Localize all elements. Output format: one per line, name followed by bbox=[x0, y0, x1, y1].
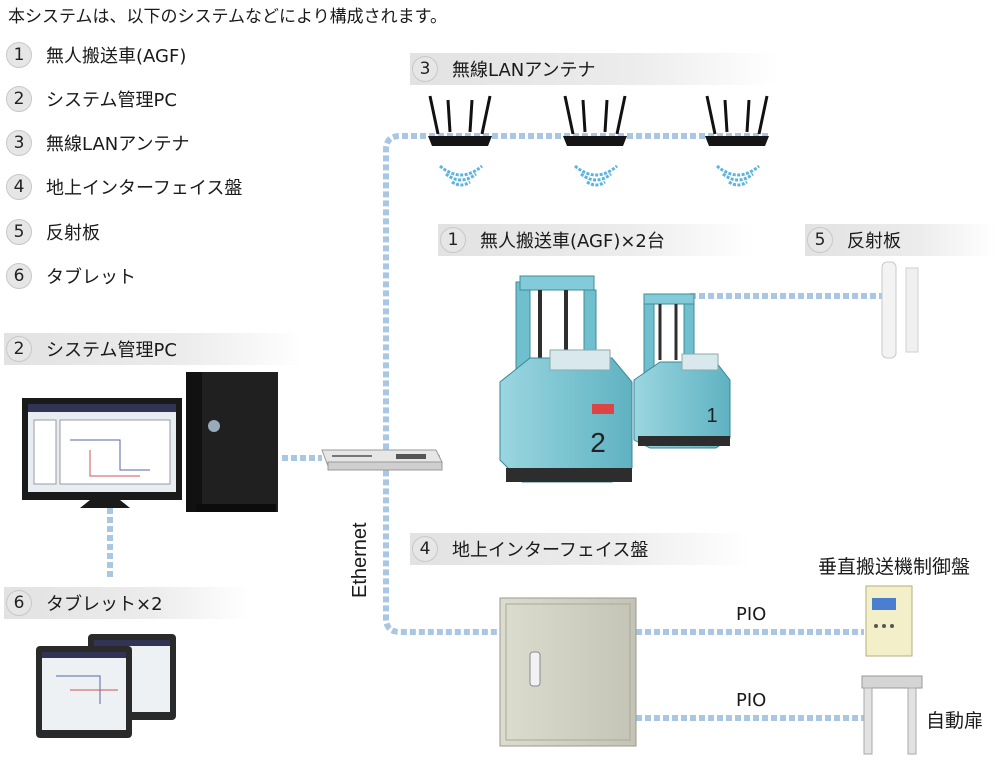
legend-number: 3 bbox=[6, 130, 32, 156]
tag-label: システム管理PC bbox=[46, 340, 177, 361]
tag-antenna: 3 無線LANアンテナ bbox=[410, 53, 780, 85]
legend-label: 無人搬送車(AGF) bbox=[46, 46, 187, 67]
legend-label: 地上インターフェイス盤 bbox=[46, 178, 243, 199]
legend-item: 4 地上インターフェイス盤 bbox=[6, 172, 242, 202]
tag-pc: 2 システム管理PC bbox=[4, 333, 304, 365]
wifi-waves-icon bbox=[439, 164, 483, 187]
tag-label: タブレット×2 bbox=[46, 594, 163, 615]
tag-interface: 4 地上インターフェイス盤 bbox=[410, 533, 750, 565]
lift-panel-label: 垂直搬送機制御盤 bbox=[818, 556, 971, 578]
tag-number: 2 bbox=[6, 336, 32, 362]
automatic-door-icon bbox=[861, 675, 923, 755]
switch-hub-icon bbox=[321, 449, 443, 471]
tag-agf: 1 無人搬送車(AGF)×2台 bbox=[438, 224, 754, 256]
forklift-agf-icon: 2 bbox=[499, 275, 633, 483]
ethernet-label: Ethernet bbox=[349, 522, 371, 598]
tag-number: 1 bbox=[440, 227, 466, 253]
legend-label: 反射板 bbox=[46, 223, 100, 244]
tag-label: 反射板 bbox=[847, 231, 901, 252]
tablet-icon bbox=[36, 646, 132, 738]
agf-number-2: 2 bbox=[590, 427, 606, 458]
legend-number: 6 bbox=[6, 263, 32, 289]
legend-item: 6 タブレット bbox=[6, 261, 136, 291]
legend-number: 2 bbox=[6, 86, 32, 112]
wifi-waves-icon bbox=[716, 164, 760, 187]
wifi-waves-icon bbox=[574, 164, 618, 187]
desktop-tower-icon bbox=[186, 372, 278, 512]
legend-item: 5 反射板 bbox=[6, 217, 100, 247]
legend-number: 1 bbox=[6, 42, 32, 68]
legend-number: 5 bbox=[6, 219, 32, 245]
tag-label: 無人搬送車(AGF)×2台 bbox=[480, 231, 665, 252]
legend-label: システム管理PC bbox=[46, 90, 177, 111]
tag-number: 5 bbox=[807, 227, 833, 253]
legend-label: タブレット bbox=[46, 267, 136, 288]
monitor-icon bbox=[22, 398, 182, 508]
legend-item: 2 システム管理PC bbox=[6, 84, 177, 114]
tag-number: 6 bbox=[6, 590, 32, 616]
control-cabinet-icon bbox=[499, 597, 637, 747]
tag-label: 無線LANアンテナ bbox=[452, 60, 596, 81]
lift-panel-icon bbox=[865, 585, 913, 657]
router-icon bbox=[705, 95, 769, 146]
legend-item: 3 無線LANアンテナ bbox=[6, 128, 190, 158]
pio-label: PIO bbox=[736, 690, 767, 711]
tag-label: 地上インターフェイス盤 bbox=[452, 540, 649, 561]
pio-label: PIO bbox=[736, 604, 767, 625]
forklift-agf-icon: 1 bbox=[633, 293, 731, 449]
tag-tablet: 6 タブレット×2 bbox=[4, 587, 250, 619]
router-icon bbox=[428, 95, 492, 146]
intro-text: 本システムは、以下のシステムなどにより構成されます。 bbox=[8, 7, 447, 27]
tag-number: 3 bbox=[412, 56, 438, 82]
tag-reflector: 5 反射板 bbox=[805, 224, 995, 256]
antenna-link bbox=[383, 133, 768, 635]
tag-number: 4 bbox=[412, 536, 438, 562]
legend-label: 無線LANアンテナ bbox=[46, 134, 190, 155]
agf-number-1: 1 bbox=[706, 405, 717, 427]
router-icon bbox=[563, 95, 627, 146]
auto-door-label: 自動扉 bbox=[926, 710, 984, 732]
reflector-pole-icon bbox=[881, 261, 919, 359]
legend-item: 1 無人搬送車(AGF) bbox=[6, 40, 186, 70]
legend-number: 4 bbox=[6, 174, 32, 200]
